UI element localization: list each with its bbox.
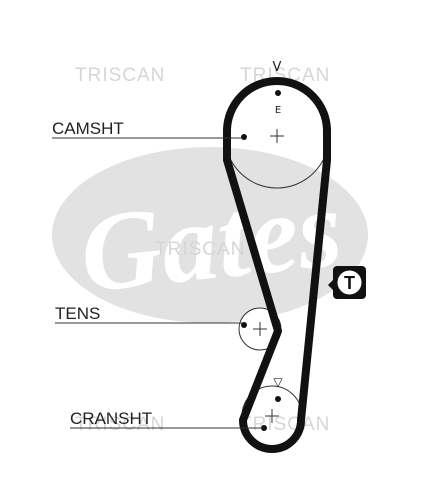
triscan-watermark: TRISCAN — [240, 414, 330, 435]
tensioner-badge-pointer — [328, 279, 334, 291]
crankshaft-timing-dot — [275, 396, 281, 402]
camshaft-label: CAMSHT — [52, 119, 124, 138]
tensioner-badge-circle — [337, 270, 362, 295]
camshaft-center-cross — [270, 129, 284, 143]
tensioner-center-cross — [253, 322, 267, 336]
triscan-watermark: TRISCAN — [75, 414, 165, 435]
gates-logo-ellipse — [52, 147, 368, 323]
gates-logo-watermark: Gates — [52, 147, 368, 323]
crankshaft-timing-triangle: ▽ — [273, 375, 283, 389]
tensioner-badge: T — [328, 266, 366, 299]
timing-belt — [223, 77, 331, 453]
triscan-watermark: TRISCAN — [155, 239, 245, 260]
gates-logo-text: Gates — [75, 166, 348, 317]
crankshaft-center-cross — [265, 409, 279, 423]
crankshaft-label: CRANSHT — [70, 409, 152, 428]
crankshaft-label-dot — [261, 425, 267, 431]
triscan-watermark: TRISCAN — [75, 65, 165, 86]
camshaft-timing-dot — [275, 90, 281, 96]
camshaft-timing-letter: E — [275, 105, 281, 116]
camshaft-label-dot — [241, 134, 247, 140]
tensioner-badge-letter: T — [344, 273, 355, 293]
tensioner-label: TENS — [55, 304, 100, 323]
top-timing-arrow: V — [273, 60, 282, 75]
